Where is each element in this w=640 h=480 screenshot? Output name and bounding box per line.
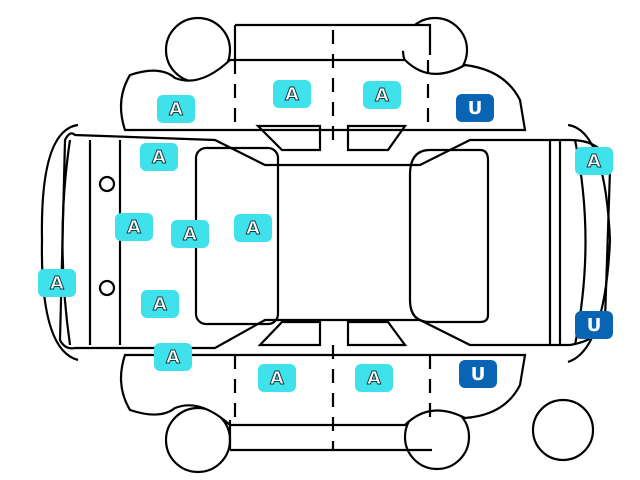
damage-badge-u[interactable]: U (456, 94, 494, 122)
damage-badge-u[interactable]: U (575, 311, 613, 339)
front-bumper (40, 123, 79, 362)
right-side-panel (119, 353, 527, 452)
damage-badge-a[interactable]: A (258, 364, 296, 392)
damage-badge-a[interactable]: A (363, 81, 401, 109)
damage-badge-a[interactable]: A (141, 290, 179, 318)
left-side-panel (119, 23, 527, 132)
damage-badge-a[interactable]: A (140, 143, 178, 171)
damage-badge-a[interactable]: A (234, 214, 272, 242)
damage-badge-u[interactable]: U (459, 360, 497, 388)
trunk-lines (548, 140, 562, 345)
left-windows (255, 124, 408, 347)
damage-badge-a[interactable]: A (273, 80, 311, 108)
headlight-bottom (98, 279, 116, 297)
left-door-lines (233, 30, 432, 450)
hood-line (88, 140, 122, 345)
damage-badge-a[interactable]: A (115, 213, 153, 241)
damage-badge-a[interactable]: A (154, 343, 192, 371)
body-outline (58, 132, 612, 350)
damage-badge-a[interactable]: A (171, 220, 209, 248)
damage-badge-a[interactable]: A (575, 147, 613, 175)
rear-window (408, 148, 490, 324)
spare-wheel (531, 398, 595, 462)
headlight-top (98, 175, 116, 193)
damage-badge-a[interactable]: A (157, 95, 195, 123)
damage-badge-a[interactable]: A (355, 364, 393, 392)
damage-badge-a[interactable]: A (38, 269, 76, 297)
